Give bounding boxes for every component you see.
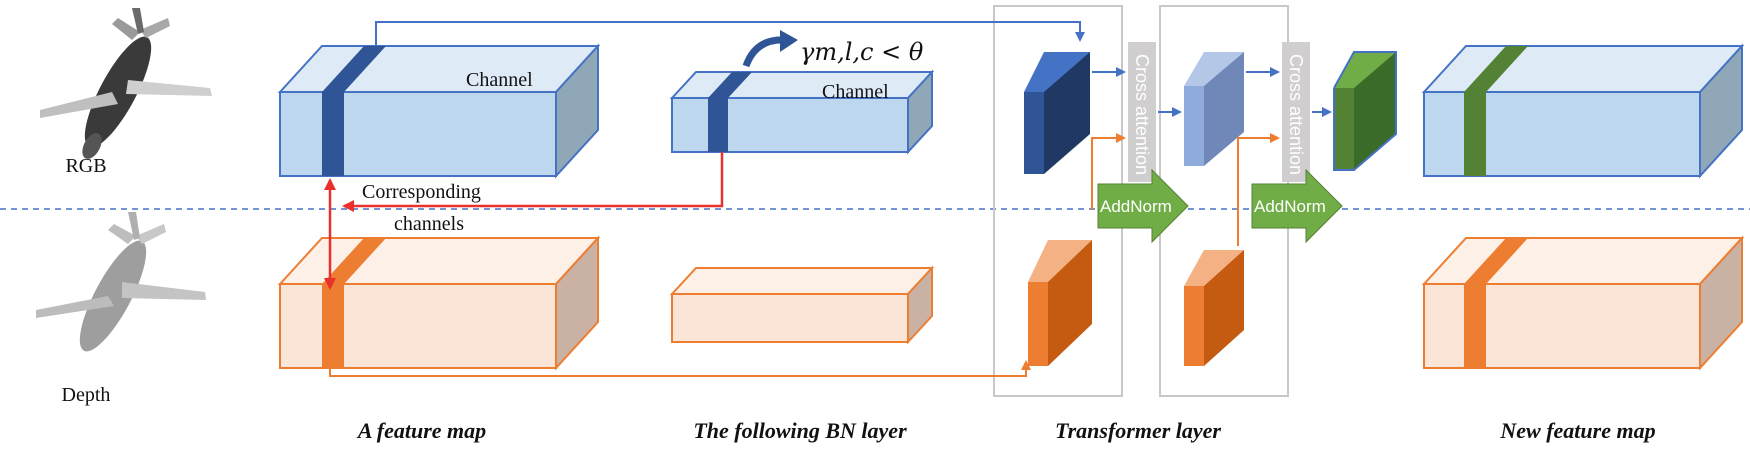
depth-channel-to-transformer-arrow (329, 360, 1031, 377)
depth-selected-channel (322, 238, 386, 368)
cross-attention-label-1: Cross attention (1132, 54, 1152, 175)
depth-airplane-image (36, 212, 206, 352)
correspondence-arrow (342, 152, 724, 212)
addnorm-arrow-2 (1251, 168, 1343, 244)
rgb-row-label: RGB (65, 155, 106, 177)
caption-feature-map: A feature map (356, 418, 486, 443)
cross-attention-label-2: Cross attention (1286, 54, 1306, 175)
rgb-channel-to-transformer-arrow (375, 21, 1085, 46)
corresponding-label: Corresponding (362, 181, 481, 203)
caption-new-feature-map: New feature map (1499, 418, 1655, 443)
cross-attention-1 (1128, 42, 1156, 182)
channels-label: channels (394, 213, 464, 235)
caption-transformer-layer: Transformer layer (1055, 418, 1221, 443)
channel-label-2: Channel (822, 81, 889, 103)
threshold-condition: γm,l,c < θ (800, 38, 924, 66)
depth-bn-layer-box (669, 265, 935, 345)
rgb-selected-channel (322, 46, 386, 176)
addnorm-label-1: AddNorm (1100, 197, 1172, 216)
addnorm-label-2: AddNorm (1254, 197, 1326, 216)
depth-token-1 (1028, 240, 1092, 366)
caption-bn-layer: The following BN layer (693, 418, 907, 443)
new-depth-channel (1464, 238, 1528, 368)
curved-arrow-head (780, 30, 798, 52)
depth-token-2 (1184, 250, 1244, 366)
fused-output-token (1333, 51, 1397, 171)
new-rgb-fused-channel (1464, 46, 1528, 176)
depth-to-cross-attention-1 (1091, 133, 1126, 210)
rgb-airplane-image (40, 8, 212, 159)
depth-to-cross-attention-2 (1237, 133, 1280, 246)
depth-row-label: Depth (62, 384, 111, 406)
addnorm-arrow-1 (1097, 168, 1189, 244)
rgb-token-1 (1024, 52, 1090, 174)
rgb-token-2 (1184, 52, 1244, 166)
cross-attention-2 (1282, 42, 1310, 182)
bn-selected-channel (708, 72, 752, 152)
channel-label-1: Channel (466, 69, 533, 91)
